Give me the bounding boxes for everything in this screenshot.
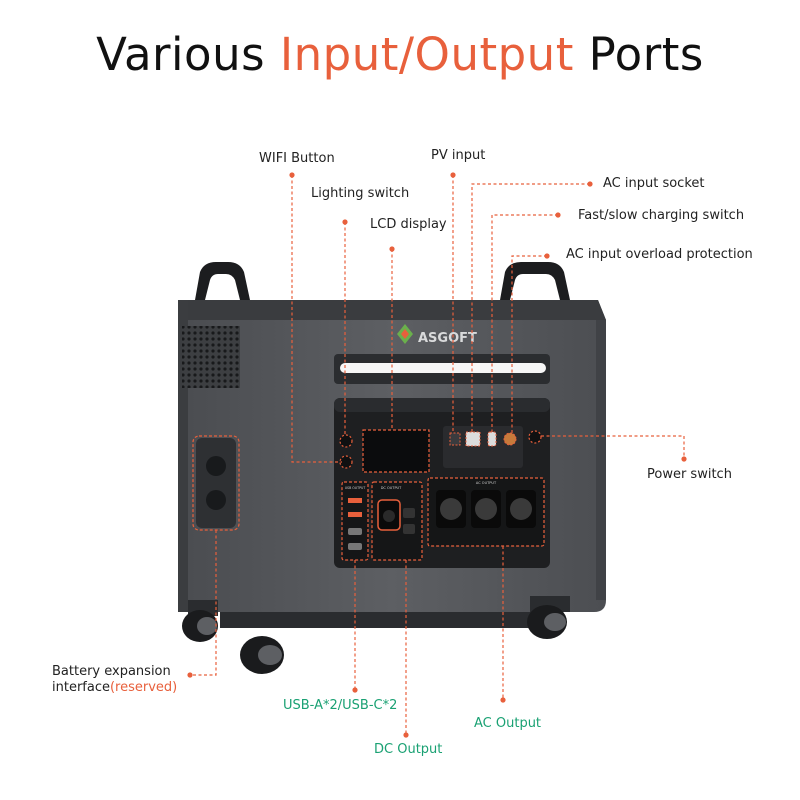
label-fast-slow-switch: Fast/slow charging switch (578, 208, 745, 223)
brand-logo: ASGOFT (397, 324, 477, 346)
pv-input (449, 432, 461, 446)
leader-battery (190, 530, 217, 676)
label-usb-ports: USB-A*2/USB-C*2 (283, 698, 398, 713)
dot-wifi (289, 172, 295, 178)
leader-endpoints (187, 172, 687, 738)
dot-ac-input (587, 181, 593, 187)
label-battery-expansion: Battery expansion interface(reserved) (52, 664, 178, 695)
svg-text:AC OUTPUT: AC OUTPUT (476, 481, 497, 485)
label-ac-overload: AC input overload protection (566, 247, 753, 262)
ac-input-socket (465, 431, 481, 447)
label-power-switch: Power switch (647, 467, 732, 482)
label-wifi-button: WIFI Button (259, 151, 335, 166)
base-and-wheels (182, 596, 570, 674)
title-highlight: Input/Output (279, 28, 574, 81)
dot-power (681, 456, 687, 462)
dot-usb (352, 687, 358, 693)
dot-lighting (342, 219, 348, 225)
dot-battery (187, 672, 193, 678)
battery-expansion-port (196, 438, 236, 528)
label-ac-output: AC Output (474, 716, 542, 731)
lighting-switch (339, 455, 353, 469)
dot-lcd (389, 246, 395, 252)
fast-slow-switch (487, 431, 497, 447)
leader-overload (511, 255, 547, 433)
vent-grille (182, 326, 240, 388)
dot-pv (450, 172, 456, 178)
dot-overload (544, 253, 550, 259)
leader-fast-slow (491, 214, 558, 432)
dot-ac-output (500, 697, 506, 703)
svg-text:USB OUTPUT: USB OUTPUT (345, 486, 366, 490)
svg-text:ASGOFT: ASGOFT (418, 331, 477, 346)
carry-handles (195, 262, 570, 300)
leader-wifi (291, 175, 342, 463)
power-switch (528, 430, 542, 444)
dot-dc (403, 732, 409, 738)
dot-fast-slow (555, 212, 561, 218)
wifi-button (339, 434, 353, 448)
label-dc-output: DC Output (374, 742, 443, 757)
label-pv-input: PV input (431, 148, 486, 163)
leader-power (541, 435, 685, 459)
label-lcd-display: LCD display (370, 217, 447, 232)
leader-ac-input (471, 183, 590, 432)
label-lighting-switch: Lighting switch (311, 186, 410, 201)
svg-text:DC OUTPUT: DC OUTPUT (381, 486, 402, 490)
leader-lines (190, 175, 685, 735)
page-title: Various Input/Output Ports (96, 28, 704, 81)
light-bar (334, 354, 550, 384)
lcd-display (362, 429, 430, 473)
label-ac-input-socket: AC input socket (603, 176, 705, 191)
ac-overload-protection (503, 432, 517, 446)
front-panel: DC OUTPUT AC OUTPUT USB OUTPUT (334, 398, 550, 568)
